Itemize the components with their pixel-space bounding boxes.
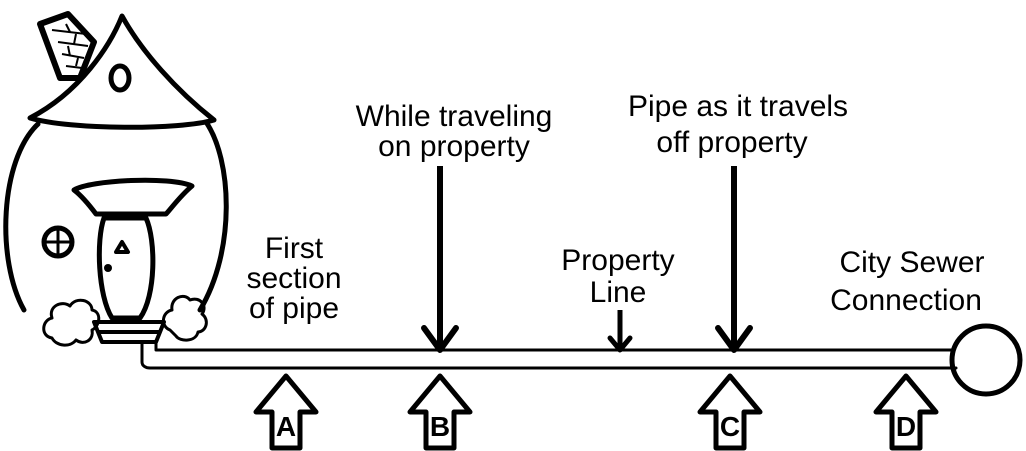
down-arrow-property-line xyxy=(607,310,633,353)
door-knob xyxy=(104,264,112,272)
door-triangle-icon xyxy=(114,240,130,254)
down-arrow-c xyxy=(715,166,753,353)
property-line-line2: Line xyxy=(590,276,647,309)
city-sewer-label: City Sewer Connection xyxy=(830,246,984,317)
marker-b-label: B xyxy=(430,411,450,442)
first-section-line3: of pipe xyxy=(249,292,339,325)
marker-a-label: A xyxy=(276,411,296,442)
round-window-icon xyxy=(41,225,75,259)
property-line-line1: Property xyxy=(561,244,674,277)
while-traveling-label: While traveling on property xyxy=(356,100,553,163)
awning xyxy=(71,177,195,217)
bush-left xyxy=(42,298,101,347)
sewer-pipe xyxy=(140,323,1023,397)
first-section-line2: section xyxy=(246,262,341,295)
city-sewer-line2: Connection xyxy=(830,284,982,317)
off-property-label: Pipe as it travels off property xyxy=(628,90,848,159)
chimney xyxy=(37,11,97,81)
marker-b: B xyxy=(407,373,473,451)
marker-c-label: C xyxy=(720,411,740,442)
while-traveling-line2: on property xyxy=(378,130,530,163)
down-arrow-b xyxy=(421,166,459,353)
house-body xyxy=(3,119,229,313)
door-step xyxy=(92,320,166,344)
city-sewer-connection-circle xyxy=(949,323,1023,397)
door xyxy=(96,215,156,321)
marker-d: D xyxy=(873,373,939,451)
off-property-line1: Pipe as it travels xyxy=(628,90,848,123)
first-section-label: First section of pipe xyxy=(246,232,341,325)
marker-a: A xyxy=(253,373,319,451)
roof xyxy=(27,13,217,130)
while-traveling-line1: While traveling xyxy=(356,100,553,133)
property-line-label: Property Line xyxy=(561,244,674,309)
roof-window-icon xyxy=(108,63,132,93)
off-property-line2: off property xyxy=(656,126,807,159)
city-sewer-line1: City Sewer xyxy=(839,246,984,279)
marker-c: C xyxy=(697,373,763,451)
bush-right xyxy=(162,294,208,342)
first-section-line1: First xyxy=(265,232,324,265)
house-illustration xyxy=(3,11,229,347)
marker-d-label: D xyxy=(896,411,916,442)
